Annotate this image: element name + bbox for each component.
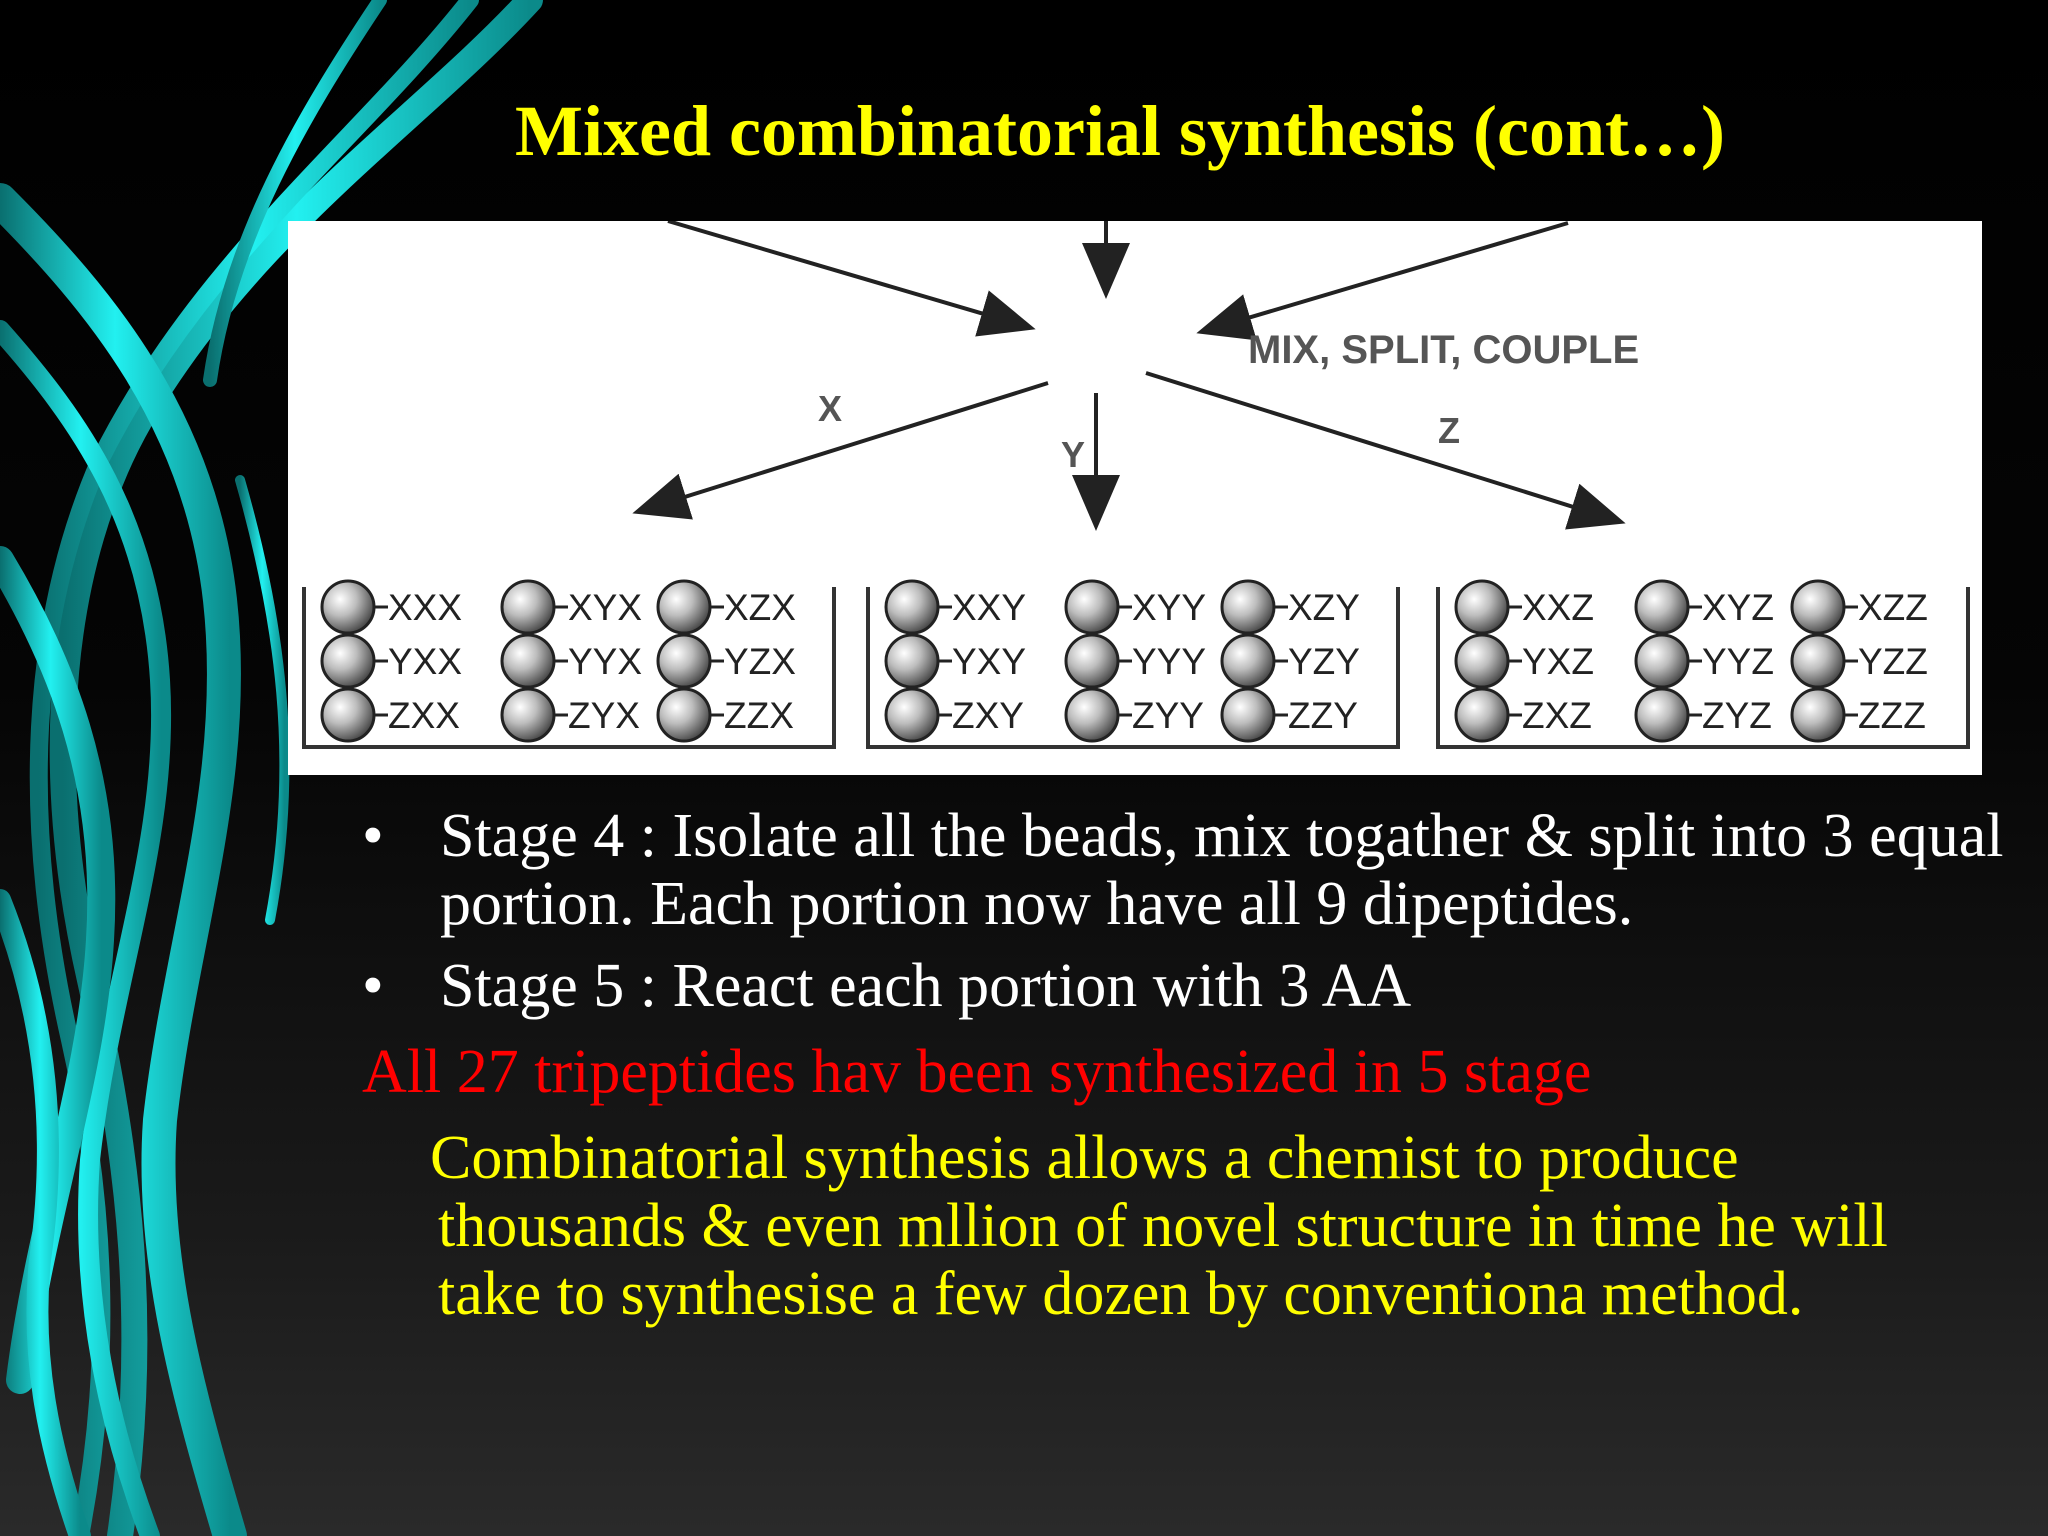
- branch-label-y: Y: [1061, 434, 1085, 475]
- bullet-marker: •: [362, 802, 384, 870]
- resin-bead: [884, 633, 940, 689]
- arrow-in-left: [667, 221, 1036, 337]
- tripeptide-label: ZYX: [568, 695, 640, 736]
- resin-bead: [1634, 579, 1690, 635]
- resin-bead: [1220, 687, 1276, 743]
- branch-label-x: X: [818, 388, 842, 429]
- tripeptide-label: ZYY: [1132, 695, 1204, 736]
- resin-bead: [1634, 633, 1690, 689]
- mix-split-couple-label: MIX, SPLIT, COUPLE: [1248, 328, 1639, 372]
- bullet-text: Stage 4 : Isolate all the beads, mix tog…: [440, 802, 2004, 938]
- tripeptide-label: XZX: [724, 587, 796, 628]
- tripeptide-label: YYX: [568, 641, 642, 682]
- tripeptide-label: YXX: [388, 641, 462, 682]
- tripeptide-label: YXZ: [1522, 641, 1594, 682]
- tripeptide-label: ZZY: [1288, 695, 1358, 736]
- resin-bead: [1454, 579, 1510, 635]
- resin-bead: [500, 579, 556, 635]
- resin-bead: [1790, 687, 1846, 743]
- tripeptide-label: ZZX: [724, 695, 794, 736]
- summary-paragraph: Combinatorial synthesis allows a chemist…: [430, 1124, 1888, 1328]
- highlight-line: All 27 tripeptides hav been synthesized …: [362, 1038, 1592, 1106]
- resin-bead: [320, 687, 376, 743]
- resin-bead: [1064, 687, 1120, 743]
- resin-bead: [320, 579, 376, 635]
- resin-bead: [320, 633, 376, 689]
- tripeptide-label: ZXX: [388, 695, 460, 736]
- resin-bead: [1454, 687, 1510, 743]
- tripeptide-label: YZY: [1288, 641, 1360, 682]
- tripeptide-label: XXY: [952, 587, 1026, 628]
- tripeptide-label: YXY: [952, 641, 1026, 682]
- resin-bead: [1790, 579, 1846, 635]
- resin-bead: [656, 687, 712, 743]
- tripeptide-label: XYY: [1132, 587, 1206, 628]
- resin-bead: [884, 579, 940, 635]
- tripeptide-label: ZXY: [952, 695, 1024, 736]
- tripeptide-label: ZYZ: [1702, 695, 1772, 736]
- bullet-marker: •: [362, 952, 384, 1020]
- tripeptide-label: ZZZ: [1858, 695, 1926, 736]
- resin-bead: [1064, 633, 1120, 689]
- resin-bead: [1064, 579, 1120, 635]
- bullet-text: Stage 5 : React each portion with 3 AA: [440, 952, 1412, 1020]
- arrow-out-x: [632, 381, 1049, 520]
- split-pool-diagram: MIX, SPLIT, COUPLE X Y Z XXX YXX ZXX XYX YYX…: [288, 221, 1982, 775]
- reaction-vessel: [1436, 587, 1970, 749]
- resin-bead: [1454, 633, 1510, 689]
- tripeptide-label: XZY: [1288, 587, 1360, 628]
- bullet-stage-5: • Stage 5 : React each portion with 3 AA: [362, 952, 2020, 1020]
- tripeptide-label: XXX: [388, 587, 462, 628]
- resin-bead: [1790, 633, 1846, 689]
- slide-title: Mixed combinatorial synthesis (cont…): [515, 91, 1725, 171]
- arrow-in-right: [1196, 221, 1569, 341]
- resin-bead: [1220, 579, 1276, 635]
- resin-bead: [656, 579, 712, 635]
- resin-bead: [656, 633, 712, 689]
- tripeptide-label: ZXZ: [1522, 695, 1592, 736]
- resin-bead: [1220, 633, 1276, 689]
- tripeptide-label: YYY: [1132, 641, 1206, 682]
- tripeptide-label: YYZ: [1702, 641, 1774, 682]
- tripeptide-label: XXZ: [1522, 587, 1594, 628]
- resin-bead: [500, 687, 556, 743]
- tripeptide-label: XYX: [568, 587, 642, 628]
- resin-bead: [1634, 687, 1690, 743]
- tripeptide-label: XZZ: [1858, 587, 1928, 628]
- tripeptide-label: YZZ: [1858, 641, 1928, 682]
- diagram-svg: MIX, SPLIT, COUPLE X Y Z XXX YXX ZXX XYX YYX…: [302, 221, 1970, 749]
- tripeptide-label: YZX: [724, 641, 796, 682]
- reaction-vessel: [866, 587, 1400, 749]
- branch-label-z: Z: [1438, 410, 1460, 451]
- resin-bead: [884, 687, 940, 743]
- tripeptide-label: XYZ: [1702, 587, 1774, 628]
- resin-bead: [500, 633, 556, 689]
- arrow-out-z: [1145, 371, 1626, 530]
- bullet-stage-4: • Stage 4 : Isolate all the beads, mix t…: [362, 802, 2020, 938]
- reaction-vessel: [302, 587, 836, 749]
